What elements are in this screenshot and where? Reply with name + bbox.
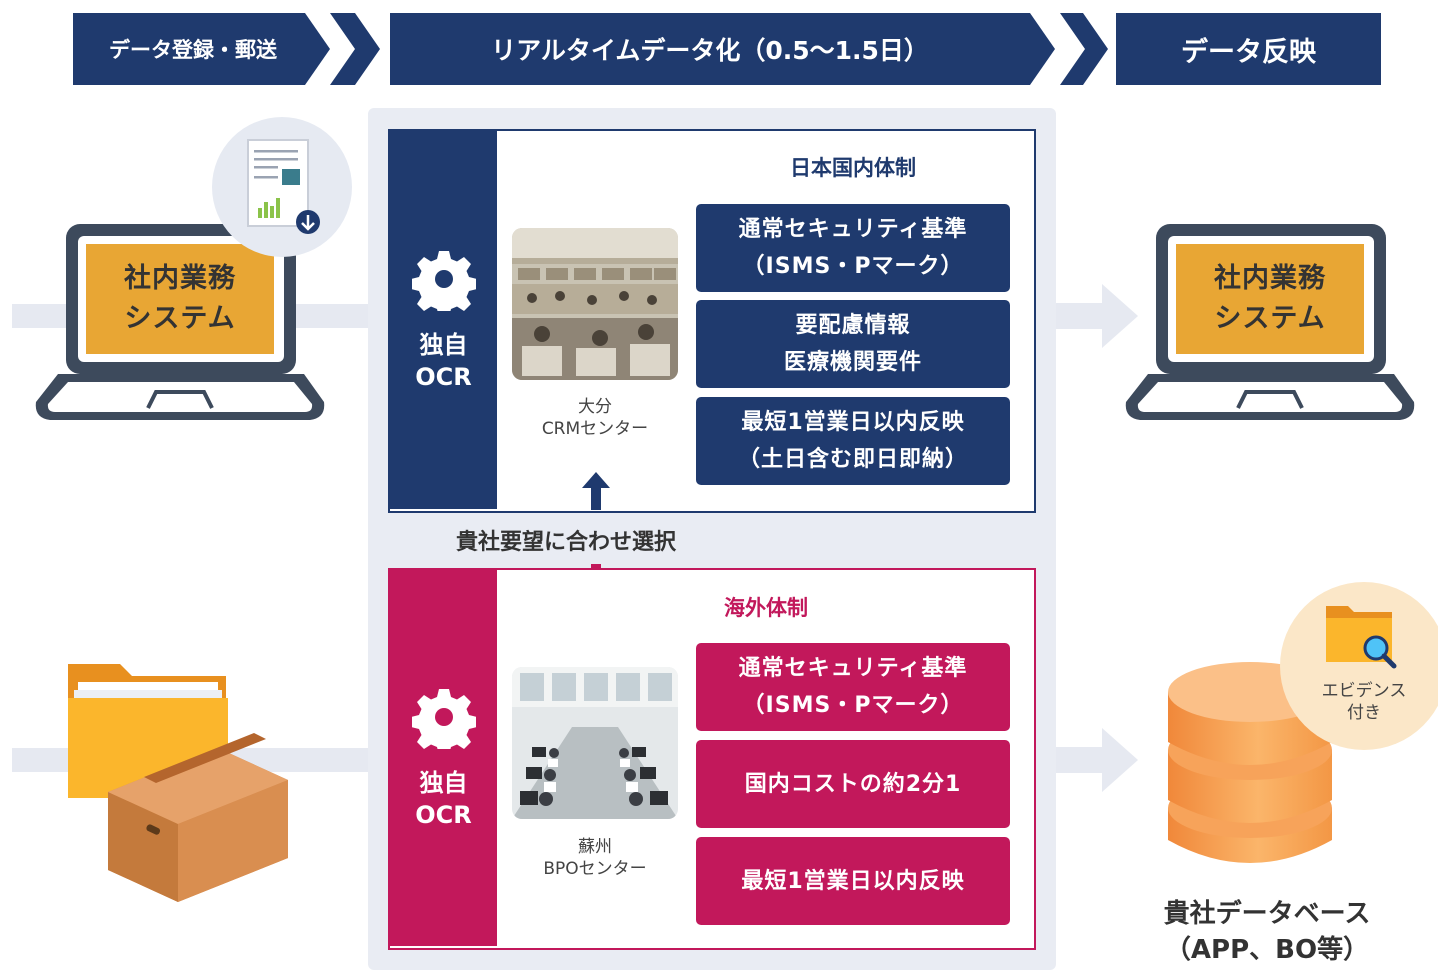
bpo-center-photo <box>512 667 678 819</box>
gear-icon <box>411 251 476 311</box>
feature-text: 要配慮情報 <box>795 313 911 338</box>
database-label-line1: 貴社データベース <box>1163 899 1371 929</box>
feature-text: （ISMS・Pマーク） <box>742 254 964 279</box>
header-flow <box>73 13 1381 85</box>
feature-text: 通常セキュリティ基準 <box>738 217 968 242</box>
feature-text: 通常セキュリティ基準 <box>738 656 968 681</box>
overseas-title: 海外体制 <box>724 596 808 620</box>
evidence-text: エビデンス 付き <box>1280 680 1438 724</box>
overseas-feature-security: 通常セキュリティ基準 （ISMS・Pマーク） <box>696 643 1010 731</box>
domestic-ocr-line2: OCR <box>415 363 472 391</box>
domestic-feature-security: 通常セキュリティ基準 （ISMS・Pマーク） <box>696 204 1010 292</box>
evidence-line2: 付き <box>1347 703 1381 723</box>
right-system-label-1: 社内業務 <box>1214 263 1326 294</box>
overseas-feature-cost: 国内コストの約2分1 <box>696 740 1010 828</box>
overseas-ocr-line2: OCR <box>415 801 472 829</box>
feature-text: 最短1営業日以内反映 <box>741 410 965 435</box>
crm-caption-line2: CRMセンター <box>541 419 649 439</box>
domestic-ocr-line1: 独自 <box>419 331 468 359</box>
domestic-sidebar: 独自 OCR <box>390 131 497 509</box>
overseas-sidebar: 独自 OCR <box>390 570 497 946</box>
left-system-label-1: 社内業務 <box>124 263 236 294</box>
overseas-feature-speed: 最短1営業日以内反映 <box>696 837 1010 925</box>
selection-text: 貴社要望に合わせ選択 <box>456 530 677 555</box>
right-system-label-2: システム <box>1214 303 1326 334</box>
report-document-icon <box>247 139 320 234</box>
folder-box-icon <box>68 664 288 902</box>
right-laptop-screen: 社内業務 システム <box>1176 244 1364 354</box>
step-realtime: リアルタイムデータ化（0.5〜1.5日） <box>491 36 929 65</box>
feature-text: 最短1営業日以内反映 <box>741 868 965 894</box>
feature-text: （ISMS・Pマーク） <box>742 693 964 718</box>
overseas-ocr-line1: 独自 <box>419 769 468 797</box>
bpo-caption-line1: 蘇州 <box>578 837 612 857</box>
crm-center-photo <box>512 228 678 380</box>
evidence-line1: エビデンス <box>1321 681 1407 701</box>
domestic-feature-speed: 最短1営業日以内反映 （土日含む即日即納） <box>696 397 1010 485</box>
left-system-label-2: システム <box>124 303 236 334</box>
left-laptop-screen: 社内業務 システム <box>86 244 274 354</box>
crm-center-caption: 大分 CRMセンター <box>512 396 678 440</box>
feature-text: 国内コストの約2分1 <box>744 771 962 797</box>
feature-text: 医療機関要件 <box>783 350 922 375</box>
domestic-feature-sensitive: 要配慮情報 医療機関要件 <box>696 300 1010 388</box>
feature-text: （土日含む即日即納） <box>737 447 968 472</box>
domestic-title: 日本国内体制 <box>790 156 916 180</box>
evidence-badge <box>1280 582 1438 750</box>
step-reflect: データ反映 <box>1181 36 1316 68</box>
crm-caption-line1: 大分 <box>578 397 612 417</box>
database-label-line2: （APP、BO等） <box>1164 935 1370 965</box>
bpo-caption-line2: BPOセンター <box>543 859 647 879</box>
folder-search-icon <box>1326 606 1397 669</box>
bpo-center-caption: 蘇州 BPOセンター <box>512 836 678 880</box>
step-registration: データ登録・郵送 <box>109 38 277 62</box>
gear-icon <box>411 689 476 749</box>
database-label: 貴社データベース （APP、BO等） <box>1118 896 1416 968</box>
